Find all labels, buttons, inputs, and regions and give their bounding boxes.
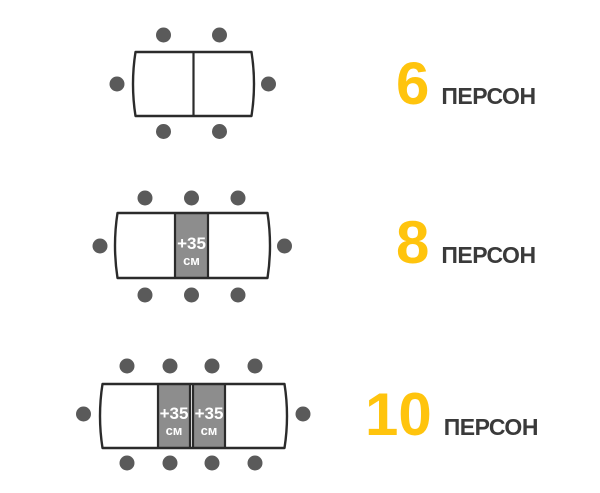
chair-dot bbox=[261, 76, 276, 92]
chair-dot bbox=[184, 190, 199, 206]
extension-unit-label: см bbox=[183, 253, 200, 268]
chair-dot bbox=[162, 358, 178, 374]
chairs-6-persons bbox=[109, 27, 276, 139]
persons-word: ПЕРСОН bbox=[441, 242, 536, 268]
chair-dot bbox=[109, 76, 125, 92]
chair-dot bbox=[156, 124, 171, 139]
chair-dot bbox=[76, 406, 91, 422]
chair-dot bbox=[92, 238, 108, 254]
chair-dot bbox=[184, 287, 199, 303]
tabletop-8-outline bbox=[113, 211, 272, 280]
persons-word: ПЕРСОН bbox=[443, 414, 539, 440]
extension-leaf bbox=[175, 213, 208, 278]
chair-dot bbox=[162, 455, 178, 471]
tabletop-10-outline bbox=[98, 382, 289, 450]
table-diagram-10-persons: +35 см +35 см bbox=[76, 358, 311, 471]
chair-dot bbox=[230, 287, 246, 303]
chair-dot bbox=[247, 455, 263, 471]
chair-dot bbox=[295, 406, 311, 422]
chair-dot bbox=[212, 27, 227, 43]
extension-leaf bbox=[158, 384, 190, 448]
chairs-10-persons bbox=[76, 358, 311, 471]
chair-dot bbox=[137, 287, 153, 303]
chair-dot bbox=[156, 27, 171, 43]
extension-unit-label: см bbox=[166, 423, 183, 438]
extension-size-label: +35 bbox=[195, 404, 224, 423]
chairs-8-persons bbox=[92, 190, 292, 303]
chair-dot bbox=[204, 358, 220, 374]
persons-word: ПЕРСОН bbox=[441, 83, 536, 109]
capacity-label-6: 6 ПЕРСОН bbox=[396, 54, 536, 114]
chair-dot bbox=[119, 455, 135, 471]
chair-dot bbox=[212, 124, 227, 139]
persons-count: 6 bbox=[396, 50, 430, 117]
extension-leaf bbox=[193, 384, 225, 448]
chair-dot bbox=[119, 358, 135, 374]
tabletop-6-outline bbox=[131, 50, 256, 118]
persons-count: 8 bbox=[396, 209, 430, 276]
extension-size-label: +35 bbox=[160, 404, 189, 423]
capacity-label-8: 8 ПЕРСОН bbox=[396, 213, 536, 273]
chair-dot bbox=[230, 190, 246, 206]
chair-dot bbox=[137, 190, 153, 206]
chair-dot bbox=[247, 358, 263, 374]
chair-dot bbox=[277, 238, 292, 254]
chair-dot bbox=[204, 455, 220, 471]
extension-size-label: +35 bbox=[177, 234, 206, 253]
table-diagram-6-persons bbox=[109, 27, 276, 139]
table-diagram-8-persons: +35 см bbox=[92, 190, 292, 303]
extension-unit-label: см bbox=[201, 423, 218, 438]
capacity-label-10: 10 ПЕРСОН bbox=[365, 385, 538, 445]
persons-count: 10 bbox=[365, 381, 432, 448]
